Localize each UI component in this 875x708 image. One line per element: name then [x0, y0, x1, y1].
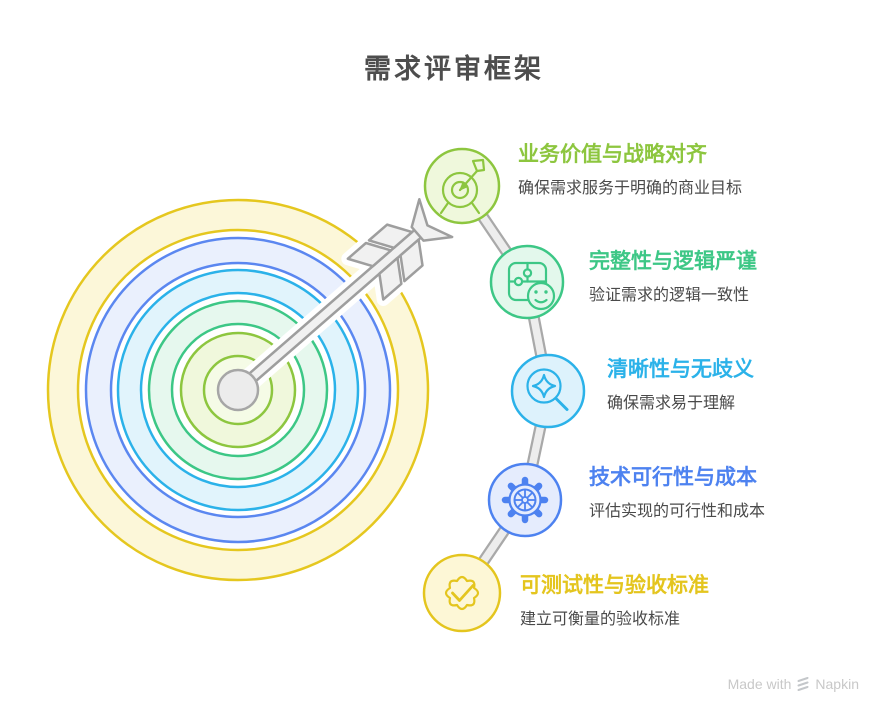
step-description: 确保需求服务于明确的商业目标	[518, 180, 743, 198]
step-item: 业务价值与战略对齐 确保需求服务于明确的商业目标	[518, 143, 743, 198]
target-dart-icon	[439, 158, 486, 215]
step-title: 可测试性与验收标准	[520, 574, 709, 597]
step-item: 可测试性与验收标准 建立可衡量的验收标准	[520, 574, 709, 629]
step-icon-completeness	[489, 244, 565, 320]
puzzle-smiley-icon	[507, 261, 556, 311]
step-icon-feasibility	[487, 462, 563, 538]
step-icon-clarity	[510, 353, 586, 429]
watermark-brand: Napkin	[815, 676, 859, 692]
step-description: 建立可衡量的验收标准	[520, 611, 681, 629]
badge-check-icon	[444, 575, 480, 611]
watermark-text: Made with	[727, 676, 792, 692]
step-icon-testability	[422, 553, 502, 633]
napkin-watermark: Made with Napkin	[728, 676, 859, 692]
step-description: 评估实现的可行性和成本	[589, 503, 766, 521]
step-item: 清晰性与无歧义 确保需求易于理解	[607, 358, 754, 413]
step-description: 验证需求的逻辑一致性	[589, 287, 750, 305]
target-center-dot	[216, 368, 260, 412]
gear-wheel-icon	[501, 476, 549, 524]
step-title: 清晰性与无歧义	[607, 358, 754, 381]
step-item: 技术可行性与成本 评估实现的可行性和成本	[589, 466, 766, 521]
page-title: 需求评审框架	[364, 54, 544, 84]
napkin-logo-icon	[797, 677, 809, 691]
step-item: 完整性与逻辑严谨 验证需求的逻辑一致性	[589, 250, 757, 305]
step-description: 确保需求易于理解	[607, 395, 736, 413]
magnifier-sparkle-icon	[526, 368, 569, 411]
step-icon-business-value	[423, 147, 501, 225]
step-title: 技术可行性与成本	[589, 466, 757, 489]
step-title: 业务价值与战略对齐	[518, 143, 707, 166]
step-title: 完整性与逻辑严谨	[589, 250, 757, 273]
